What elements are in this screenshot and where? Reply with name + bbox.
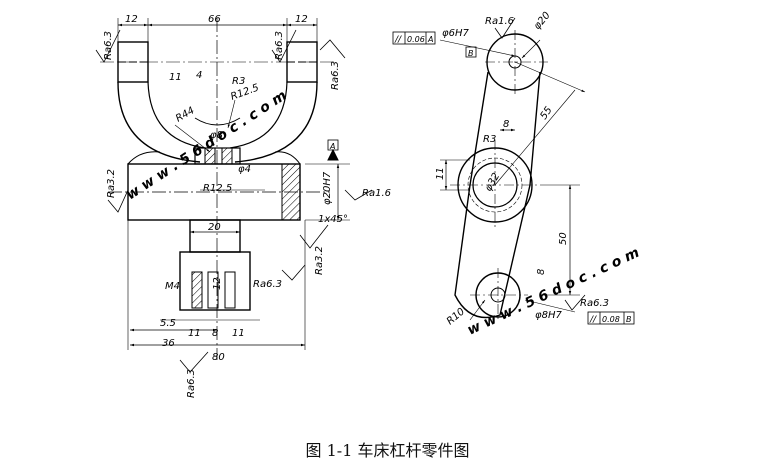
dim-phi4: φ4 (238, 164, 251, 175)
dim-66: 66 (208, 14, 221, 25)
chamfer: 1x45° (318, 214, 348, 225)
dim-8-lower: 8 (536, 269, 547, 275)
dim-phi32: φ32 (483, 171, 502, 193)
dim-12-left: 12 (125, 14, 138, 25)
dim-55: 55 (538, 105, 554, 122)
ra6-3-d: Ra6.3 (253, 279, 282, 290)
dim-m4: M4 (165, 281, 180, 292)
ra6-3-e: Ra6.3 (186, 369, 197, 398)
dim-r3: R3 (232, 76, 245, 87)
figure-caption: 图 1-1 车床杠杆零件图 (305, 441, 470, 460)
dim-20: 20 (208, 222, 221, 233)
dim-12-lower: 12 (212, 277, 223, 290)
dim-11: 11 (169, 72, 182, 83)
ra6-3-b: Ra6.3 (274, 31, 285, 60)
dim-r12-5: R12.5 (203, 183, 232, 194)
front-view (95, 18, 373, 373)
tol-top-symbol: // (394, 35, 402, 45)
ra6-3-a: Ra6.3 (103, 31, 114, 60)
ra3-2-b: Ra3.2 (314, 246, 325, 275)
dim-80: 80 (212, 352, 225, 363)
dim-11-b: 11 (232, 328, 245, 339)
dim-phi6h7: φ6H7 (442, 28, 469, 39)
dim-12-right: 12 (295, 14, 308, 25)
dim-phi20: φ20 (532, 10, 553, 32)
datum-b: B (468, 49, 474, 58)
tol-top-datum: A (427, 35, 433, 44)
ra1-6: Ra1.6 (362, 188, 391, 199)
dim-r44: R44 (174, 105, 197, 124)
dim-r3-side: R3 (483, 134, 496, 145)
ra3-2-a: Ra3.2 (106, 169, 117, 198)
datum-a: A (329, 142, 335, 151)
tol-bottom-symbol: // (589, 315, 597, 325)
dim-8: 8 (212, 328, 218, 339)
tol-top-value: 0.06 (407, 35, 425, 44)
side-ra1-6: Ra1.6 (485, 16, 514, 27)
ra6-3-c: Ra6.3 (330, 61, 341, 90)
dim-4: 4 (196, 70, 202, 81)
dim-phi20h7: φ20H7 (322, 171, 333, 205)
dim-phi8h7: φ8H7 (535, 310, 562, 321)
dim-50: 50 (558, 232, 569, 245)
dim-11-side: 11 (435, 167, 446, 180)
side-view (392, 17, 635, 325)
dim-phi8: φ8 (210, 130, 223, 141)
tol-bottom-datum: B (626, 315, 632, 324)
dim-36: 36 (162, 338, 175, 349)
dim-r10: R10 (445, 306, 467, 327)
front-view-labels: 12 66 12 4 11 R3 R12.5 R44 φ8 φ4 R12.5 φ… (103, 14, 391, 398)
tol-bottom-value: 0.08 (602, 315, 620, 324)
side-ra6-3: Ra6.3 (580, 298, 609, 309)
dim-5-5: 5.5 (160, 318, 176, 329)
dim-8-side: 8 (503, 119, 509, 130)
dim-11-a: 11 (188, 328, 201, 339)
